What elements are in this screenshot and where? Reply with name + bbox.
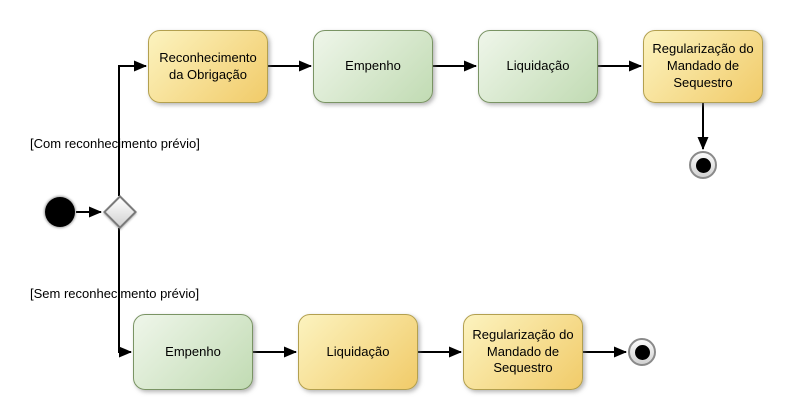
edge-decision-to-reconhecimento [118, 60, 147, 196]
activity-liquidacao-top: Liquidação [478, 30, 598, 103]
guard-label-com-reconhecimento: [Com reconhecimento prévio] [30, 136, 200, 151]
activity-regularizacao-bottom: Regularização do Mandado de Sequestro [463, 314, 583, 390]
activity-regularizacao-top: Regularização do Mandado de Sequestro [643, 30, 763, 103]
activity-liquidacao-bottom: Liquidação [298, 314, 418, 390]
final-node-bottom [628, 338, 656, 366]
edge-decision-to-empenho-bottom [118, 228, 132, 358]
final-node-top [689, 151, 717, 179]
guard-label-sem-reconhecimento: [Sem reconhecimento prévio] [30, 286, 200, 301]
final-node-top-dot [695, 157, 711, 173]
activity-reconhecimento-da-obrigacao: Reconhecimento da Obrigação [148, 30, 268, 103]
final-node-bottom-dot [634, 344, 650, 360]
activity-empenho-top: Empenho [313, 30, 433, 103]
activity-empenho-bottom: Empenho [133, 314, 253, 390]
start-node [45, 197, 75, 227]
